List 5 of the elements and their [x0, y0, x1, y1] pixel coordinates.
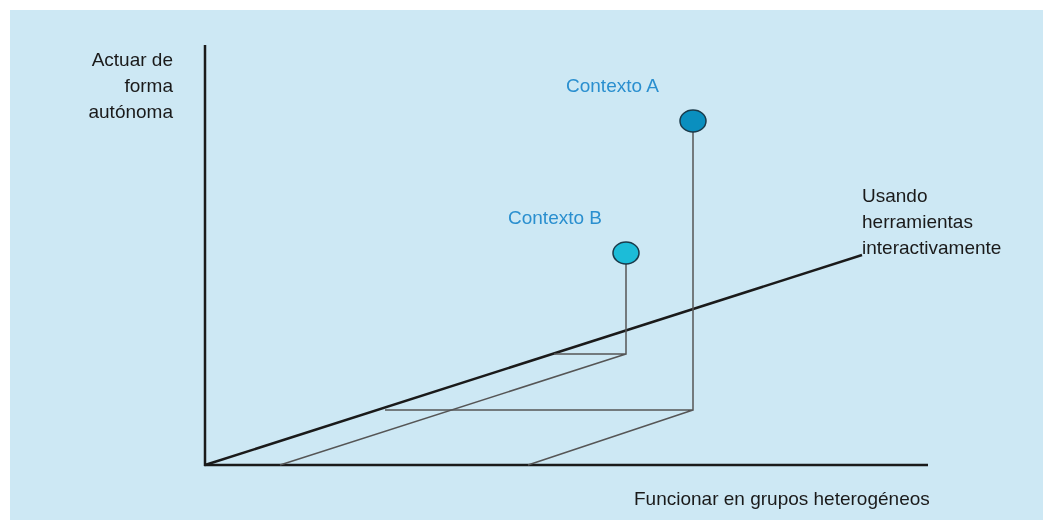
- axis-label: Usando herramientas interactivamente: [862, 184, 1003, 260]
- point-label: Contexto B: [508, 206, 603, 230]
- point-label: Contexto A: [566, 74, 660, 98]
- axis-label: Actuar de forma autónoma: [87, 48, 173, 124]
- axis-label: Funcionar en grupos heterogéneos: [634, 487, 931, 511]
